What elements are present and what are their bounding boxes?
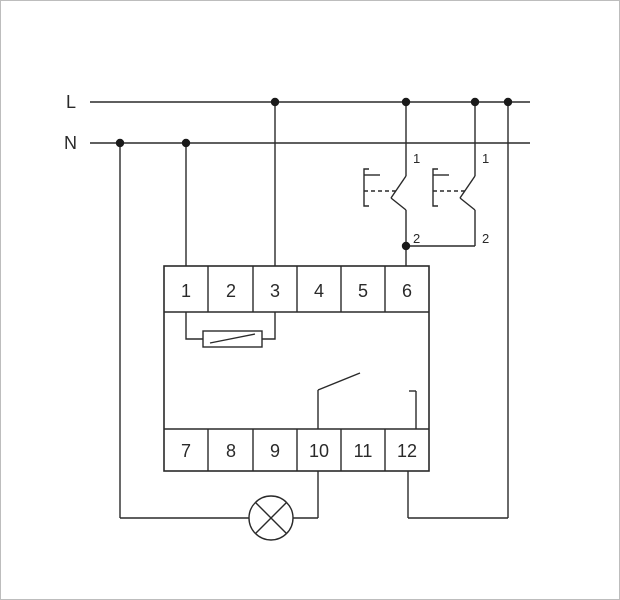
relay-contact-icon	[317, 372, 417, 429]
push-button-right-terminal-1: 1	[482, 151, 489, 166]
lamp-icon	[248, 495, 294, 541]
relay-coil-icon	[185, 312, 276, 348]
push-button-left-icon	[363, 102, 407, 266]
push-button-right-icon	[432, 102, 476, 246]
terminal-label: 9	[270, 441, 280, 461]
terminal-row-top	[164, 266, 429, 313]
junction-dots	[115, 97, 513, 251]
rail-label-n: N	[64, 133, 77, 153]
terminal-label: 5	[358, 281, 368, 301]
terminal-label: 8	[226, 441, 236, 461]
push-button-right-terminal-2: 2	[482, 231, 489, 246]
push-button-left-terminal-2: 2	[413, 231, 420, 246]
terminal-row-bottom	[164, 428, 429, 471]
terminal-label: 4	[314, 281, 324, 301]
terminal-label: 1	[181, 281, 191, 301]
terminal-label: 11	[354, 441, 373, 461]
terminal-label: 2	[226, 281, 236, 301]
terminal-label: 3	[270, 281, 280, 301]
terminal-label: 12	[397, 441, 417, 461]
push-button-left-terminal-1: 1	[413, 151, 420, 166]
terminal-label: 7	[181, 441, 191, 461]
terminal-label: 10	[309, 441, 329, 461]
terminal-label: 6	[402, 281, 412, 301]
rail-label-l: L	[66, 92, 76, 112]
